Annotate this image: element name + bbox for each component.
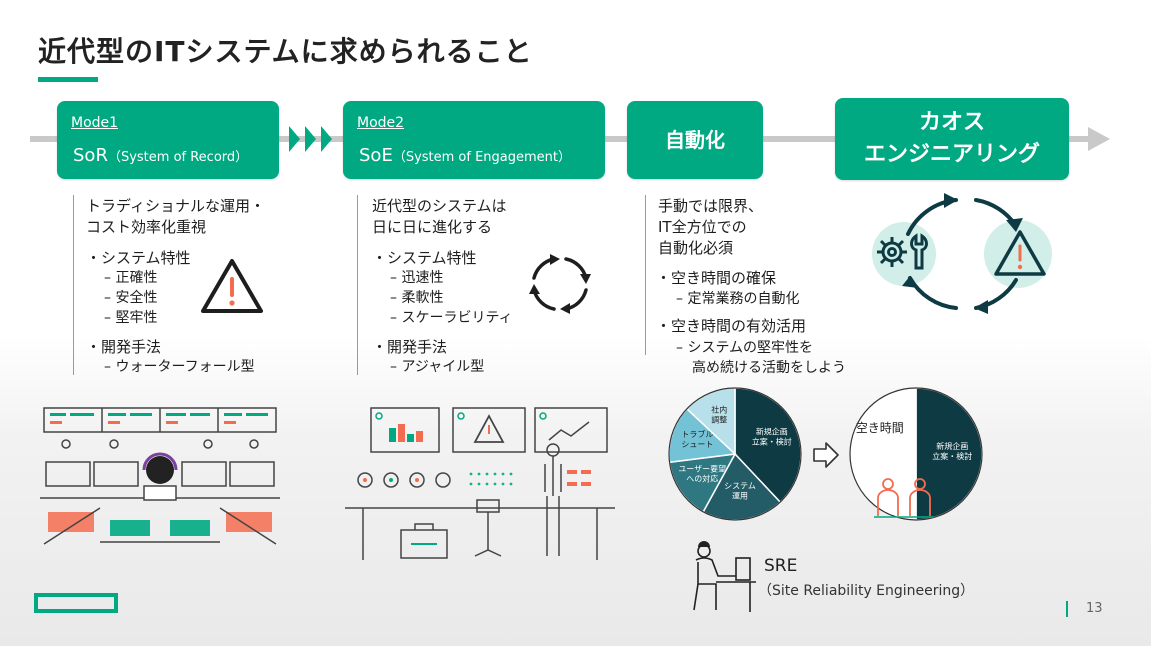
title-underline bbox=[38, 77, 98, 82]
soe-bullet-item: – アジャイル型 bbox=[390, 359, 485, 375]
stage-box-soe: Mode2 SoE（System of Engagement） bbox=[343, 101, 605, 179]
sre-engineer-icon bbox=[693, 541, 756, 612]
pie-outline bbox=[668, 387, 802, 521]
chaos-cycle-icon bbox=[872, 193, 1052, 314]
sor-description-line: トラディショナルな運用・ bbox=[86, 197, 265, 215]
column-divider bbox=[645, 195, 646, 355]
column-divider bbox=[357, 195, 358, 375]
stage-main-label: 自動化 bbox=[665, 128, 725, 152]
soe-bullet-item: – スケーラビリティ bbox=[390, 310, 513, 326]
soe-bullet-item: – 迅速性 bbox=[390, 270, 444, 286]
timeline-arrow-icon bbox=[1088, 127, 1110, 151]
chevron-right-icon bbox=[305, 126, 316, 152]
pie-slice-label: ユーザー要望への対応 bbox=[678, 463, 726, 483]
chevron-right-icon bbox=[321, 126, 332, 152]
soe-bullet-label: ・システム特性 bbox=[372, 249, 477, 267]
stage-box-automation: 自動化 bbox=[627, 101, 763, 179]
stage-box-chaos: カオス エンジニアリング bbox=[835, 98, 1069, 180]
sor-bullet-item: – 安全性 bbox=[104, 290, 158, 306]
gear-icon bbox=[877, 237, 907, 267]
auto-bullet-continuation: 高め続ける活動をしよう bbox=[692, 360, 846, 376]
warning-triangle-icon bbox=[201, 259, 263, 313]
auto-bullet-label: ・空き時間の確保 bbox=[656, 269, 777, 287]
auto-description-line: 手動では限界、 bbox=[658, 197, 764, 215]
stage-box-sor: Mode1 SoR（System of Record） bbox=[57, 101, 279, 179]
soe-description-line: 近代型のシステムは bbox=[372, 197, 507, 215]
logo bbox=[34, 593, 118, 613]
sre-title: SRE bbox=[764, 556, 798, 576]
chevron-right-icon bbox=[289, 126, 300, 152]
pie-slice-label: 空き時間 bbox=[856, 421, 904, 435]
stage-sub-label: Mode1 bbox=[71, 115, 119, 131]
stage-main-label-line2: エンジニアリング bbox=[863, 142, 1040, 167]
stage-main-label-line1: カオス bbox=[918, 110, 985, 135]
pie-slice-label: 新規企画立案・検討 bbox=[752, 426, 792, 446]
sor-description-line: コスト効率化重視 bbox=[86, 218, 207, 236]
stage-main-label: SoR（System of Record） bbox=[73, 145, 249, 166]
soe-bullet-label: ・開発手法 bbox=[372, 338, 448, 356]
pie-slice-label: システム運用 bbox=[724, 481, 756, 500]
pie-outline bbox=[849, 387, 983, 521]
page-number: 13 bbox=[1086, 601, 1103, 616]
sor-bullet-item: – 正確性 bbox=[104, 270, 158, 286]
stage-main-label: SoE（System of Engagement） bbox=[359, 145, 572, 166]
pie-slice-label: 社内調整 bbox=[711, 405, 727, 425]
sor-bullet-label: ・システム特性 bbox=[86, 249, 191, 267]
auto-bullet-label: ・空き時間の有効活用 bbox=[656, 317, 807, 335]
people-icon bbox=[874, 478, 934, 518]
slide-title: 近代型のITシステムに求められること bbox=[38, 35, 533, 68]
sor-bullet-item: – ウォーターフォール型 bbox=[104, 359, 255, 375]
auto-description-line: IT全方位での bbox=[658, 218, 747, 236]
pie-slice-label: 新規企画立案・検討 bbox=[932, 441, 972, 461]
auto-bullet-item: – システムの堅牢性を bbox=[676, 340, 814, 356]
pie-chart-after: 新規企画立案・検討 空き時間 bbox=[849, 387, 983, 521]
sor-bullet-label: ・開発手法 bbox=[86, 338, 162, 356]
auto-bullet-item: – 定常業務の自動化 bbox=[676, 291, 800, 307]
page-number-marker bbox=[1066, 601, 1068, 617]
column-divider bbox=[73, 195, 74, 375]
auto-description-line: 自動化必須 bbox=[658, 239, 734, 257]
sre-subtitle: （Site Reliability Engineering） bbox=[758, 583, 975, 599]
monitoring-workshop-illustration bbox=[345, 407, 615, 560]
soe-bullet-item: – 柔軟性 bbox=[390, 290, 444, 306]
stage-sub-label: Mode2 bbox=[357, 115, 405, 131]
cycle-arrows-icon bbox=[529, 254, 591, 314]
arrow-right-icon bbox=[813, 442, 839, 468]
soe-description-line: 日に日に進化する bbox=[372, 218, 493, 236]
pie-slice-label: トラブルシュート bbox=[681, 429, 713, 449]
sor-bullet-item: – 堅牢性 bbox=[104, 310, 158, 326]
control-room-illustration bbox=[40, 407, 280, 545]
